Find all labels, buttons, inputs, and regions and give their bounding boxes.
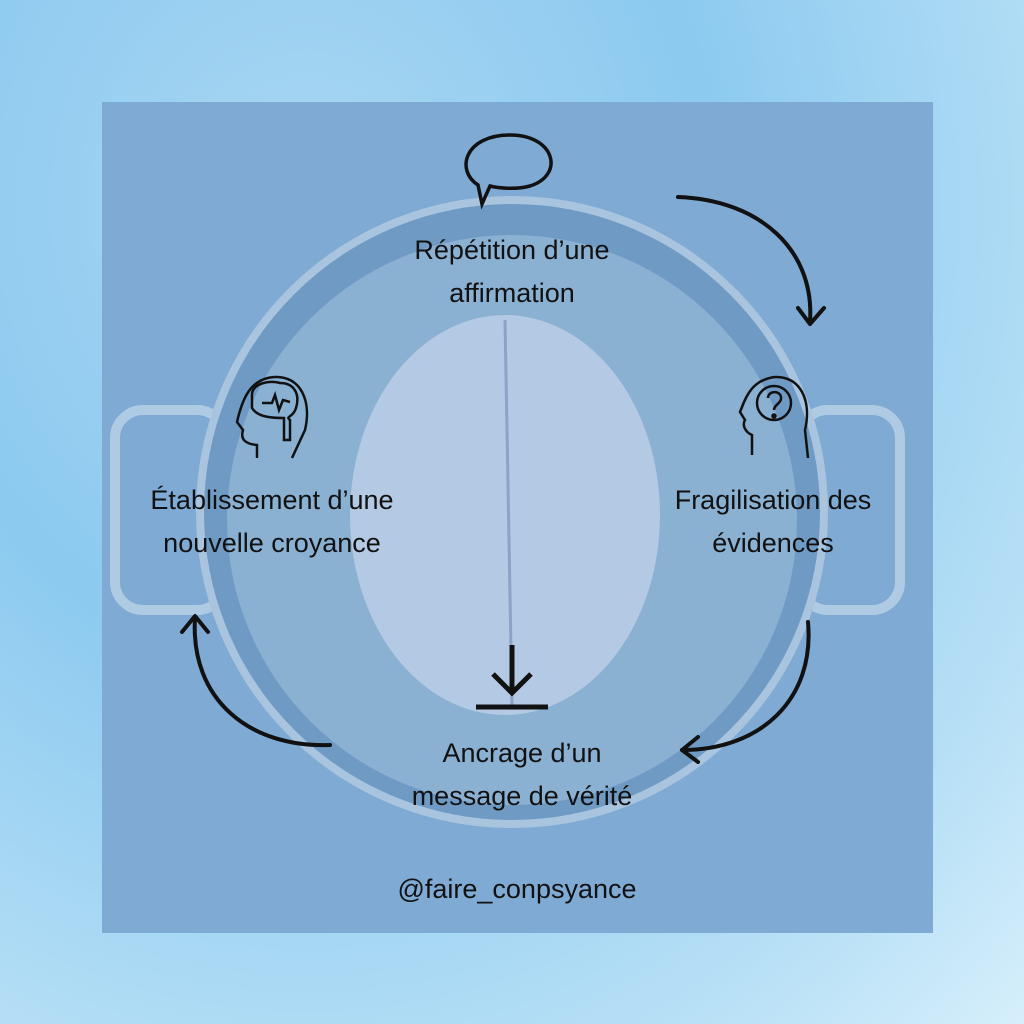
brain-image (350, 315, 660, 715)
step-label: Répétition d’une (414, 235, 610, 265)
step-label: Établissement d’une (150, 485, 394, 515)
arrow-top-right (676, 195, 813, 324)
step-label: Fragilisation des (674, 485, 872, 515)
step-label: évidences (712, 528, 834, 558)
step-label: message de vérité (411, 781, 633, 811)
arrow-right-bottom (680, 620, 811, 752)
download-arrow-icon (476, 645, 548, 710)
step-ancrage: Ancrage d’un message de vérité (342, 732, 702, 818)
step-fragilisation: Fragilisation des évidences (593, 479, 953, 565)
step-etablissement: Établissement d’une nouvelle croyance (92, 479, 452, 565)
step-label: nouvelle croyance (163, 528, 381, 558)
step-label: affirmation (449, 278, 575, 308)
step-repetition: Répétition d’une affirmation (332, 229, 692, 315)
head-question-icon (738, 375, 810, 459)
head-brain-icon (235, 375, 309, 459)
speech-bubble-icon (464, 133, 553, 210)
step-label: Ancrage d’un (442, 738, 602, 768)
arrow-bottom-left (192, 616, 332, 748)
social-handle: @faire_conpsyance (397, 874, 637, 904)
pot-illustration (110, 196, 905, 828)
